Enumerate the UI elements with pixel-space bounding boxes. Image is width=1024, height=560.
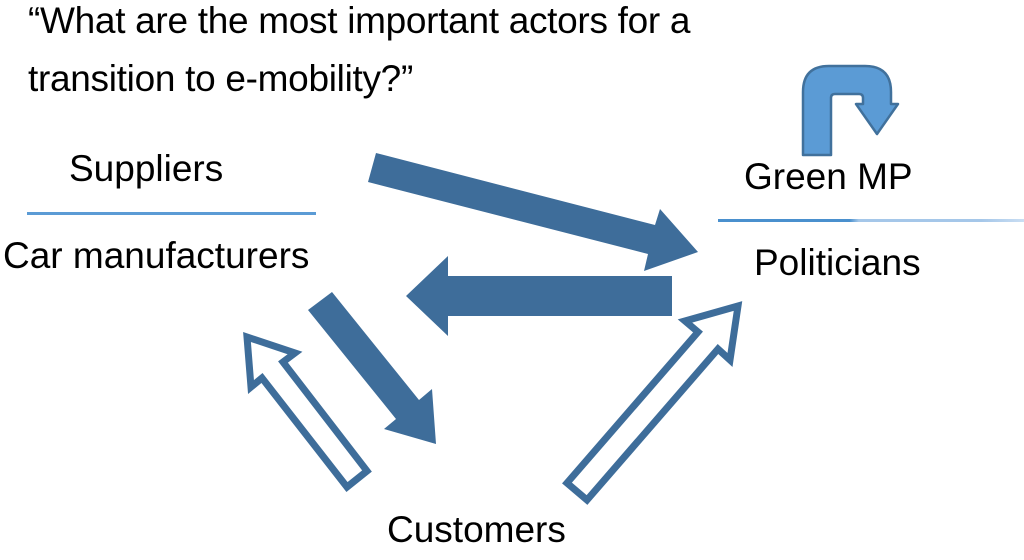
- diagram-title-line-1: “What are the most important actors for …: [28, 0, 691, 41]
- divider-under-suppliers: [27, 212, 316, 215]
- u-turn-arrow-icon: [801, 64, 900, 157]
- arrow-car-manufacturers-to-customers: [308, 292, 436, 444]
- node-label-green-mp: Green MP: [744, 156, 913, 197]
- node-label-suppliers: Suppliers: [69, 148, 224, 189]
- divider-under-green-mp: [718, 219, 1024, 222]
- node-label-customers: Customers: [387, 509, 566, 550]
- arrow-suppliers-to-politicians: [368, 153, 698, 271]
- arrow-customers-to-car-manufacturers-outline: [243, 332, 372, 492]
- arrow-customers-to-politicians-outline: [562, 301, 743, 505]
- arrow-politicians-to-car-manufacturers: [406, 256, 672, 336]
- diagram-title-line-2: transition to e-mobility?”: [28, 58, 413, 99]
- node-label-politicians: Politicians: [754, 242, 921, 283]
- node-label-car-manufacturers: Car manufacturers: [3, 235, 310, 276]
